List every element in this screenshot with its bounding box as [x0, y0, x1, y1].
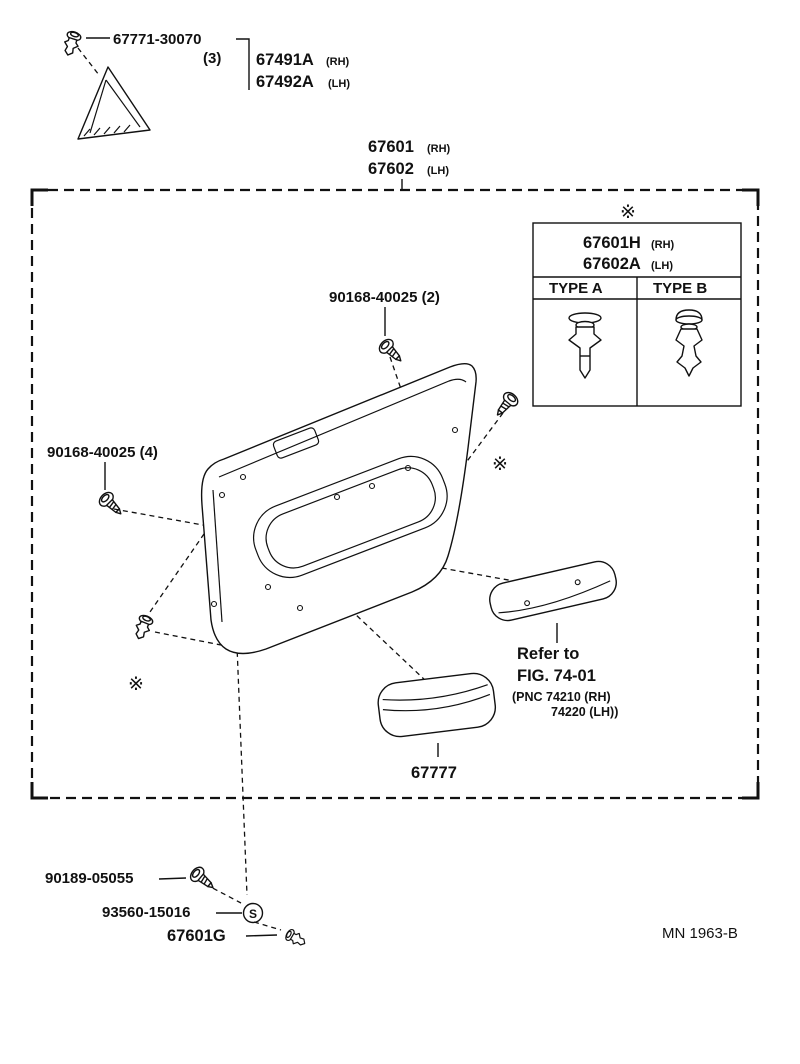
grommet-label: 93560-15016 — [102, 904, 190, 921]
corner-trim-assembly: 67771-30070 (3) 67491A (RH) 67492A (LH) — [60, 29, 350, 140]
type-b-header: TYPE B — [653, 280, 707, 297]
inset-marker: ※ — [620, 201, 636, 223]
door-trim-panel — [200, 363, 477, 655]
bottom-fastener-cluster: 90189-05055 93560-15016 S 67601G — [45, 863, 309, 950]
retainer-clip-icon-top — [60, 29, 83, 58]
screw-icon-left — [96, 489, 128, 521]
inset-lh-tag: (LH) — [651, 260, 673, 272]
right-screw-callout: ※ — [490, 389, 522, 475]
inset-detail-box: ※ 67601H (RH) 67602A (LH) TYPE A TYPE B — [532, 201, 742, 407]
door-trim-part-number: 67601 (RH) 67602 (LH) — [368, 138, 451, 190]
diagram-dashed-border — [30, 188, 760, 800]
armrest-refer-line2: FIG. 74-01 — [517, 667, 596, 685]
upper-screw-callout: 90168-40025 (2) — [329, 289, 440, 368]
clip-icon-left — [131, 612, 155, 642]
pocket-part-number: 67777 — [411, 764, 457, 782]
door-trim-rh-label: 67601 — [368, 138, 414, 156]
corner-trim-piece — [77, 66, 151, 140]
corner-trim-lh-label: 67492A — [256, 73, 314, 91]
left-asterisk-marker: ※ — [128, 673, 144, 695]
upper-screw-label: 90168-40025 (2) — [329, 289, 440, 306]
grommet-symbol: S — [249, 907, 257, 921]
armrest-refer-line1: Refer to — [517, 645, 579, 663]
armrest-pad: Refer to FIG. 74-01 (PNC 74210 (RH) 7422… — [489, 560, 618, 719]
screw-icon-bottom — [187, 863, 219, 895]
corner-trim-rh-label: 67491A — [256, 51, 314, 69]
inset-lh-label: 67602A — [583, 255, 641, 273]
corner-trim-lh-tag: (LH) — [328, 78, 350, 90]
inset-rh-label: 67601H — [583, 234, 641, 252]
left-clip-callout: ※ — [128, 612, 155, 695]
inset-rh-tag: (RH) — [651, 239, 675, 251]
door-trim-rh-tag: (RH) — [427, 143, 451, 155]
left-screw-label: 90168-40025 (4) — [47, 444, 158, 461]
corner-trim-rh-tag: (RH) — [326, 56, 350, 68]
bottom-screw-label: 90189-05055 — [45, 870, 133, 887]
screw-icon-upper — [376, 336, 408, 368]
door-trim-lh-tag: (LH) — [427, 165, 449, 177]
armrest-refer-line4: 74220 (LH)) — [551, 705, 618, 719]
retainer-top-part-number: 67771-30070 — [113, 31, 201, 48]
armrest-refer-line3: (PNC 74210 (RH) — [512, 690, 611, 704]
retainer-g-label: 67601G — [167, 927, 226, 945]
right-asterisk-marker: ※ — [492, 453, 508, 475]
grommet-s-circle: S — [242, 902, 264, 924]
panel-screw-holes — [210, 426, 459, 612]
left-screw-callout: 90168-40025 (4) — [47, 444, 158, 521]
retainer-top-qty: (3) — [203, 50, 221, 67]
door-pocket: 67777 — [377, 672, 497, 782]
type-a-clip-illustration — [568, 312, 602, 379]
type-b-clip-illustration — [675, 309, 703, 377]
clip-icon-bottom — [283, 927, 309, 950]
screw-icon-right — [490, 389, 522, 421]
type-a-header: TYPE A — [549, 280, 603, 297]
figure-code: MN 1963-B — [662, 925, 738, 942]
door-trim-lh-label: 67602 — [368, 160, 414, 178]
